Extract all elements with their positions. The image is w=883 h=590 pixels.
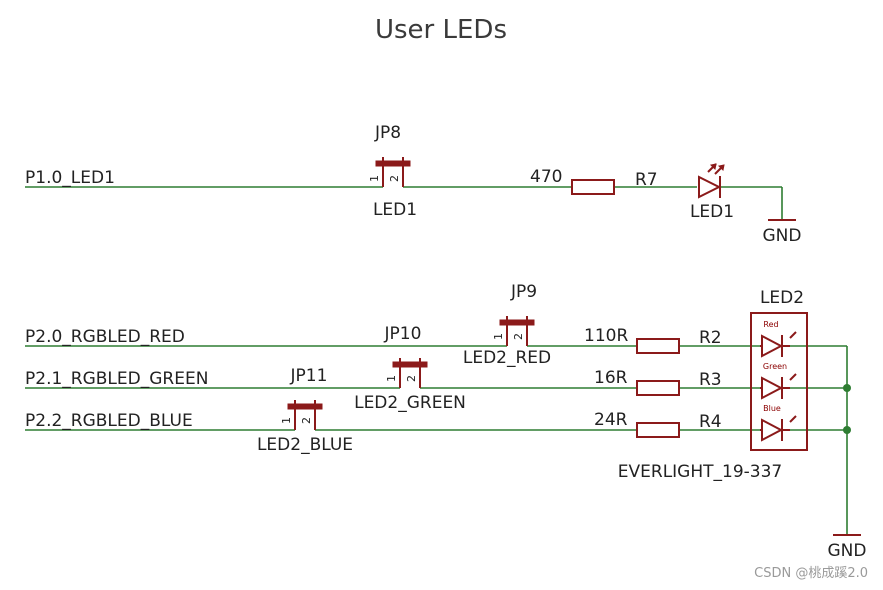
r3-value: 16R: [594, 368, 628, 388]
jp8-label: LED1: [373, 200, 417, 220]
jp10-pin2: 2: [405, 375, 418, 382]
gnd-label-1: GND: [763, 226, 802, 246]
led2-package: [750, 312, 808, 451]
net-label-p21: P2.1_RGBLED_GREEN: [25, 369, 208, 389]
resistor-r4: 24R R4: [594, 410, 722, 438]
led1: LED1: [690, 163, 734, 222]
gnd-symbol-2: GND: [828, 534, 867, 561]
jumper-jp8: JP8 LED1 1 2: [368, 123, 417, 220]
r4-ref: R4: [699, 412, 722, 432]
led2-red-emission-icon: [789, 331, 797, 339]
jp11-pin2: 2: [300, 417, 313, 424]
led2-blue-label: Blue: [763, 404, 781, 413]
r7-body: [571, 179, 615, 195]
resistor-r3: 16R R3: [594, 368, 722, 396]
led2-blue-emission-icon: [789, 415, 797, 423]
led2-red-triangle: [761, 334, 784, 358]
net-label-p22: P2.2_RGBLED_BLUE: [25, 411, 193, 431]
jp8-pin1: 1: [368, 175, 381, 182]
jp9-ref: JP9: [510, 282, 537, 302]
rgb-led-circuit: P2.0_RGBLED_RED P2.1_RGBLED_GREEN P2.2_R…: [25, 282, 866, 561]
jp9-pin1: 1: [492, 333, 505, 340]
jp8-pin2: 2: [388, 175, 401, 182]
jp11-ref: JP11: [290, 366, 328, 386]
jp10-label: LED2_GREEN: [354, 393, 466, 413]
led2-blue-triangle: [761, 418, 784, 442]
jp8-shorting-bar: [375, 160, 411, 167]
r2-ref: R2: [699, 328, 722, 348]
led2-green-label: Green: [763, 362, 787, 371]
jp9-shorting-bar: [499, 319, 535, 326]
r7-value: 470: [530, 167, 562, 187]
jp10-shorting-bar: [392, 361, 428, 368]
net-label-p20: P2.0_RGBLED_RED: [25, 327, 185, 347]
junction-green: [843, 384, 851, 392]
jp10-pin1: 1: [385, 375, 398, 382]
jp11-shorting-bar: [287, 403, 323, 410]
led2-rgb: LED2 Red Green Blue EVERLIGHT_19-337: [618, 288, 808, 482]
led1-ref: LED1: [690, 202, 734, 222]
r3-body: [636, 380, 680, 396]
led2-green-triangle: [761, 376, 784, 400]
led2-part-number: EVERLIGHT_19-337: [618, 462, 782, 482]
gnd-label-2: GND: [828, 541, 867, 561]
jp9-pin2: 2: [512, 333, 525, 340]
jumper-jp11: JP11 LED2_BLUE 1 2: [257, 366, 353, 455]
r4-body: [636, 422, 680, 438]
led2-red-label: Red: [763, 320, 778, 329]
led1-circuit: P1.0_LED1 JP8 LED1 1 2 470 R7 LED1: [25, 123, 801, 246]
jumper-jp10: JP10 LED2_GREEN 1 2: [354, 324, 466, 413]
r2-body: [636, 338, 680, 354]
jp11-label: LED2_BLUE: [257, 435, 353, 455]
watermark: CSDN @桃成蹊2.0: [754, 566, 868, 581]
resistor-r7: 470 R7: [530, 167, 658, 195]
jp8-ref: JP8: [374, 123, 401, 143]
net-label-p10: P1.0_LED1: [25, 168, 115, 188]
jumper-jp9: JP9 LED2_RED 1 2: [463, 282, 551, 368]
jp10-ref: JP10: [384, 324, 422, 344]
jp11-pin1: 1: [280, 417, 293, 424]
junction-blue: [843, 426, 851, 434]
r2-value: 110R: [584, 326, 628, 346]
r4-value: 24R: [594, 410, 628, 430]
led2-ref: LED2: [760, 288, 804, 308]
r7-ref: R7: [635, 170, 658, 190]
led1-triangle: [698, 175, 722, 199]
gnd-symbol-1: GND: [763, 219, 802, 246]
r3-ref: R3: [699, 370, 722, 390]
jp9-label: LED2_RED: [463, 348, 551, 368]
resistor-r2: 110R R2: [584, 326, 722, 354]
schematic-title: User LEDs: [375, 15, 507, 45]
led2-green-emission-icon: [789, 373, 797, 381]
